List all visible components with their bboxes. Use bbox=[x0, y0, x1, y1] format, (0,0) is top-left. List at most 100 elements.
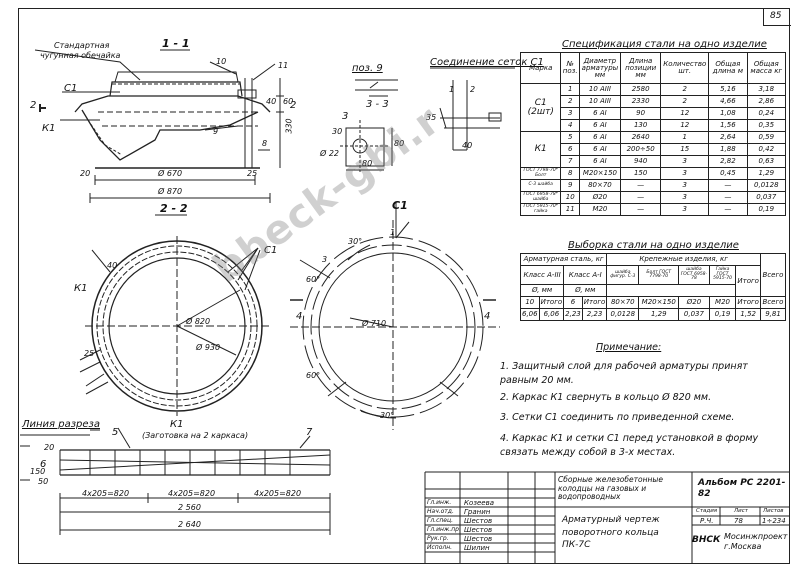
spec-cell: 6 АI bbox=[578, 143, 621, 156]
spec-cell: 15 bbox=[660, 143, 710, 156]
spec-cell: 2,86 bbox=[746, 95, 787, 108]
spec-cell: 1,29 bbox=[746, 167, 787, 180]
sel-d-blank bbox=[606, 284, 737, 297]
note-4: 4. Каркас К1 и сетки С1 перед установкой… bbox=[500, 433, 759, 459]
mark-c1-a: С1 bbox=[64, 83, 78, 94]
spec-cell: 5,16 bbox=[708, 83, 748, 96]
section-3-3-title: 3 - 3 bbox=[366, 99, 389, 110]
weld-detail-geometry bbox=[430, 67, 515, 151]
sel-cell: Итого bbox=[538, 296, 565, 309]
spec-cell: 2330 bbox=[619, 95, 662, 108]
title-block-geometry bbox=[424, 471, 790, 564]
spec-side-mark: ГОСТ 6958-78* шайба bbox=[519, 191, 562, 204]
dim-40-a: 40 bbox=[266, 97, 277, 106]
pos-10-a: 10 bbox=[216, 57, 227, 66]
page-number-box bbox=[763, 8, 791, 26]
dim-80-a: 80 bbox=[362, 159, 373, 168]
spec-cell: М20 bbox=[578, 203, 621, 216]
tb-stage: Р.Ч. bbox=[700, 517, 714, 525]
dim-330: 330 bbox=[284, 118, 294, 134]
tb-sheet: 78 bbox=[734, 517, 743, 525]
spec-mark-c1: С1 (2шт) bbox=[519, 83, 562, 132]
notes-title: Примечание: bbox=[596, 342, 662, 353]
k1-total-2640: 2 640 bbox=[178, 520, 201, 529]
spec-cell: 2,64 bbox=[708, 131, 748, 144]
spec-cell: 3,18 bbox=[746, 83, 787, 96]
spec-cell: 0,24 bbox=[746, 107, 787, 120]
dim-25-a: 25 bbox=[247, 169, 258, 178]
spec-cell: 130 bbox=[619, 119, 662, 132]
k1-pos-5: 5 bbox=[112, 427, 119, 438]
angle-30-a: 30° bbox=[348, 237, 363, 246]
sel-cell: М20 bbox=[708, 296, 737, 309]
angle-60-b: 60° bbox=[306, 371, 321, 380]
k1-dim-50: 50 bbox=[38, 477, 49, 486]
sel-cell: 2,23 bbox=[563, 308, 583, 321]
sel-d-label: Ø, мм bbox=[563, 284, 608, 297]
dim-20-a: 20 bbox=[80, 169, 91, 178]
spec-cell: 10 bbox=[560, 191, 580, 204]
tb-name-3: Шестов bbox=[464, 517, 493, 525]
sel-col-label: Болт ГОСТ 7798-70 bbox=[638, 265, 680, 285]
spec-cell: 6 АI bbox=[578, 107, 621, 120]
sel-cls3: Класс А-III bbox=[519, 265, 565, 285]
k1-len-2: 4х205=820 bbox=[168, 489, 216, 498]
spec-row: ГОСТ 6958-78* шайба 10 Ø20 — 3 — 0,037 bbox=[519, 191, 787, 204]
k1-note: (Заготовка на 2 каркаса) bbox=[142, 431, 249, 440]
dim-80-b: 80 bbox=[394, 139, 405, 148]
spec-cell: 2580 bbox=[619, 83, 662, 96]
sel-table: Арматурная сталь, кг Крепежные изделия, … bbox=[519, 253, 786, 321]
page-number: 85 bbox=[770, 11, 782, 21]
c1-pos-1: 1 bbox=[390, 228, 396, 237]
sel-cell: 6,06 bbox=[520, 308, 540, 321]
spec-cell: 2 bbox=[660, 95, 710, 108]
k1-dim-20: 20 bbox=[44, 443, 55, 452]
tb-part: Арматурный чертеж поворотного кольца ПК-… bbox=[562, 515, 660, 551]
sel-h-fix: Крепежные изделия, кг bbox=[606, 253, 761, 266]
spec-cell: 6 АI bbox=[578, 131, 621, 144]
spec-cell: 3 bbox=[660, 191, 710, 204]
label-standard: Стандартная bbox=[54, 41, 110, 50]
cut-4-b: 4 bbox=[484, 311, 491, 322]
spec-cell: 4,66 bbox=[708, 95, 748, 108]
tb-name-5: Шестов bbox=[464, 535, 493, 543]
spec-cell: 2 bbox=[560, 95, 580, 108]
weld-pos-1: 1 bbox=[449, 85, 455, 94]
c1-pos-3: 3 bbox=[322, 255, 328, 264]
spec-cell: 6 АI bbox=[578, 155, 621, 168]
tb-logo: ВНСК bbox=[692, 535, 721, 545]
pos9-geometry bbox=[340, 79, 398, 172]
sel-cell: 6 bbox=[563, 296, 583, 309]
tb-sheets-h: Листов bbox=[763, 508, 784, 514]
section-2-2-geometry bbox=[79, 214, 269, 416]
spec-h-pos: № поз. bbox=[560, 52, 580, 84]
spec-cell: 0,45 bbox=[708, 167, 748, 180]
spec-cell: 1 bbox=[560, 83, 580, 96]
tb-role-5: Рук.гр. bbox=[427, 535, 449, 542]
spec-cell: 150 bbox=[619, 167, 662, 180]
spec-h-diam: Диаметр арматуры мм bbox=[578, 52, 621, 84]
spec-cell: 1,56 bbox=[708, 119, 748, 132]
note-1: 1. Защитный слой для рабочей арматуры пр… bbox=[500, 361, 748, 387]
sel-cls1: Класс А-I bbox=[563, 265, 608, 285]
spec-cell: 2,82 bbox=[708, 155, 748, 168]
spec-header-row: Марка № поз. Диаметр арматуры мм Длина п… bbox=[519, 52, 787, 84]
sel-fix-total-label: Итого bbox=[735, 265, 761, 297]
k1-title: К1 bbox=[170, 419, 184, 430]
spec-cell: 3 bbox=[660, 203, 710, 216]
tb-name-1: Козеева bbox=[464, 499, 495, 507]
spec-cell: 1,08 bbox=[708, 107, 748, 120]
spec-cell: 940 bbox=[619, 155, 662, 168]
label-shell: чугунная обечайка bbox=[40, 51, 121, 60]
tb-role-6: Исполн. bbox=[427, 544, 453, 551]
weld-detail-title: Соединение сеток С1 bbox=[430, 57, 544, 68]
spec-cell: 2640 bbox=[619, 131, 662, 144]
tb-role-1: Гл.инж. bbox=[427, 499, 452, 506]
spec-table: Марка № поз. Диаметр арматуры мм Длина п… bbox=[519, 52, 787, 216]
spec-cell: 4 bbox=[560, 119, 580, 132]
dim-870: Ø 870 bbox=[158, 187, 183, 196]
spec-cell: М20×150 bbox=[578, 167, 621, 180]
mark-k1-a: К1 bbox=[42, 123, 56, 134]
sel-cell: 0,037 bbox=[678, 308, 710, 321]
spec-cell: 3 bbox=[660, 155, 710, 168]
